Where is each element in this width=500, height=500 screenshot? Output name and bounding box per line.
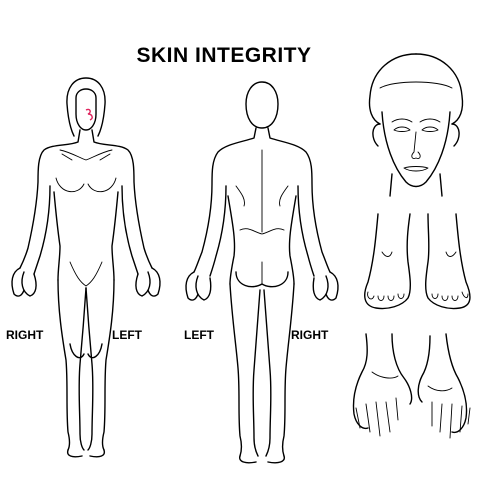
face-mark[interactable] xyxy=(85,108,93,121)
front-right-label: RIGHT xyxy=(6,328,44,342)
hands-closeup[interactable] xyxy=(352,333,471,439)
face-closeup[interactable] xyxy=(368,53,464,197)
back-left-label: LEFT xyxy=(184,328,214,342)
back-body-figure[interactable] xyxy=(185,81,339,464)
front-body-figure[interactable] xyxy=(11,77,161,458)
feet-closeup[interactable] xyxy=(364,213,471,310)
page-title: SKIN INTEGRITY xyxy=(136,44,312,67)
back-right-label: RIGHT xyxy=(291,328,329,342)
front-left-label: LEFT xyxy=(112,328,142,342)
